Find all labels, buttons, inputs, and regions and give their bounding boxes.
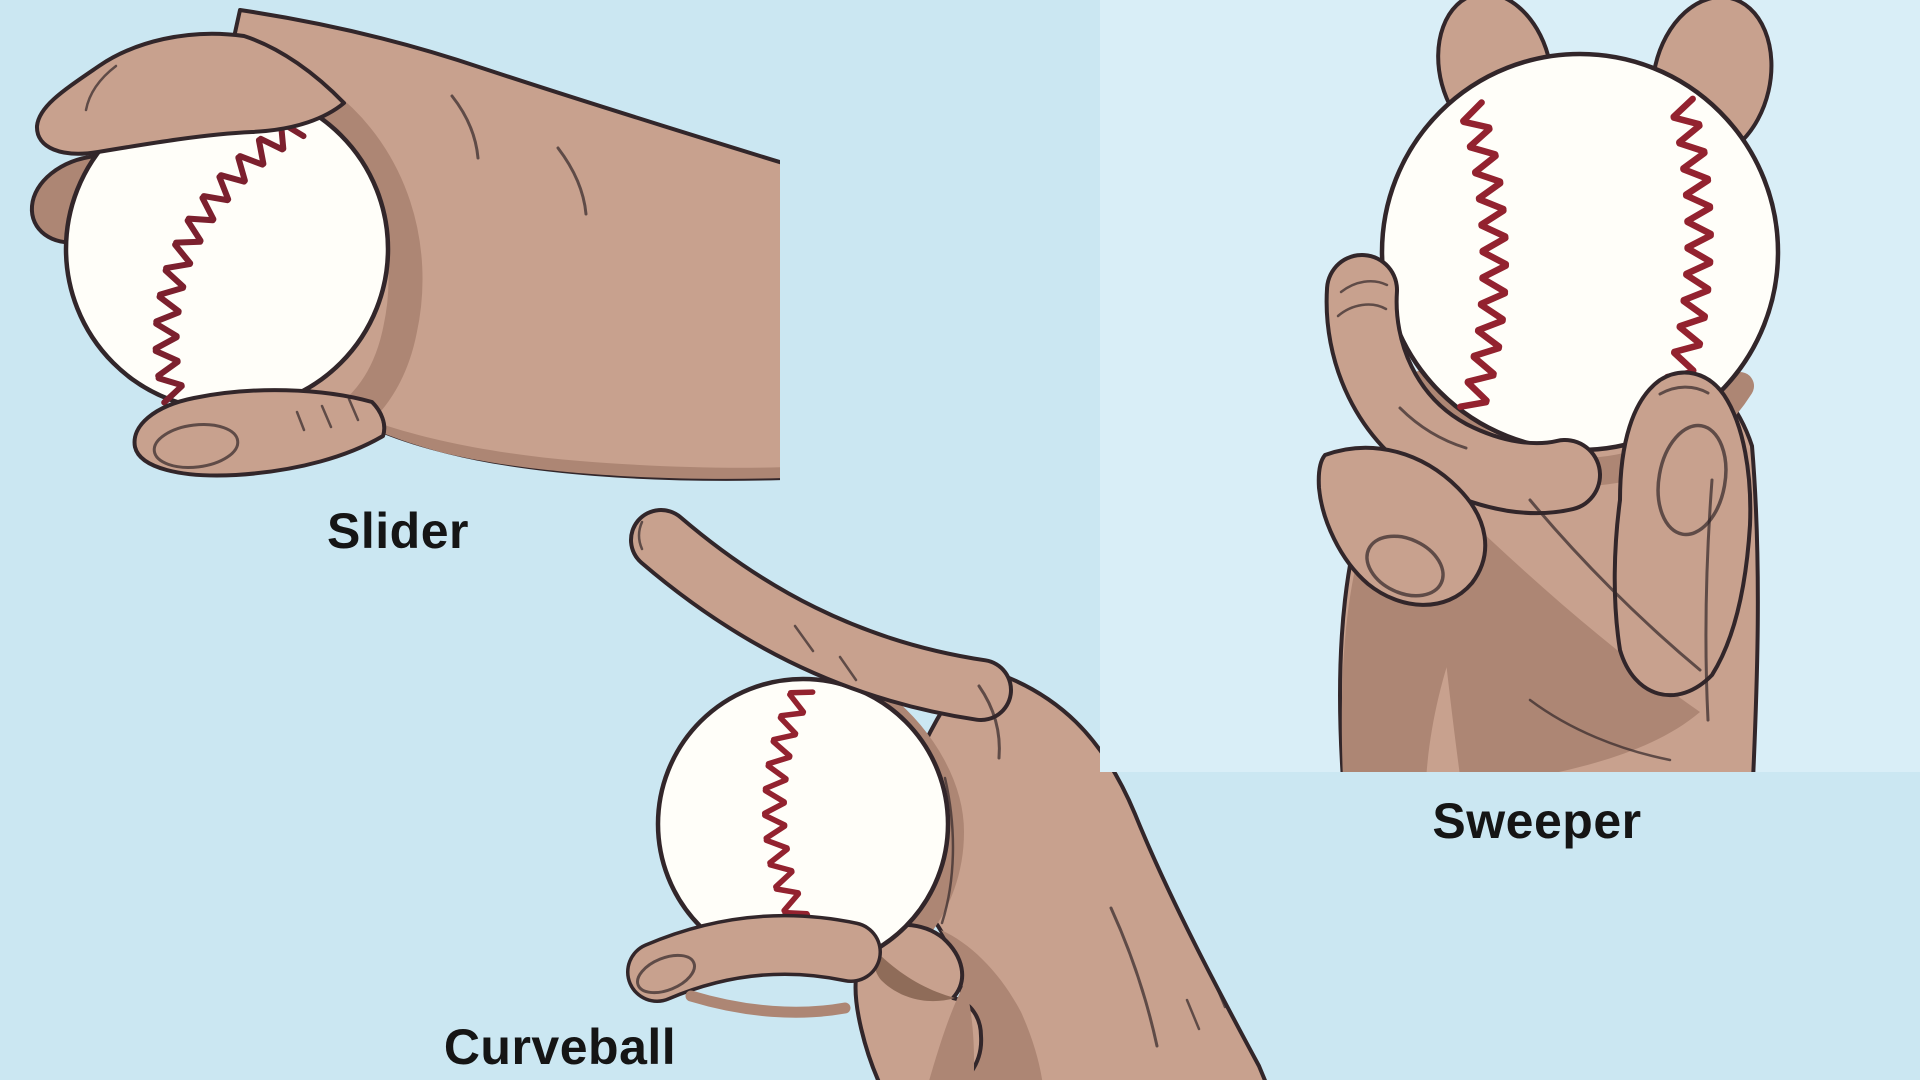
wrist-shadow [941, 930, 1043, 1080]
slider-label: Slider [327, 503, 469, 559]
stitches [1663, 95, 1714, 401]
thumbnail [152, 423, 240, 469]
gripping-fingers [34, 31, 387, 478]
forearm-underside-shadow [312, 396, 780, 479]
sweeper-label: Sweeper [1432, 793, 1642, 849]
folded-middle-finger [1316, 445, 1488, 607]
gap-shadow [874, 952, 955, 1002]
curveball-label: Curveball [443, 1019, 677, 1075]
sweeper-illustration [1100, 0, 1920, 772]
gripping-fingers [1316, 253, 1753, 698]
crease-lines [84, 64, 588, 432]
index-finger [1328, 257, 1598, 512]
sweeper-figure [1100, 0, 1920, 772]
crease-lines [637, 520, 1227, 1048]
curveball-illustration [626, 508, 1267, 1080]
thumb-shadow [685, 990, 851, 1018]
thumb [132, 388, 387, 478]
middle-fingernail [1365, 534, 1445, 598]
crease-lines [1336, 279, 1714, 762]
finger-gap-shadow [929, 982, 975, 1080]
slider-figure [0, 0, 780, 495]
thumbnail [1656, 423, 1728, 537]
ball-pocket-shadow [305, 87, 423, 433]
stitches [1457, 99, 1510, 410]
curveball-figure [545, 480, 1305, 1080]
thumb [629, 917, 879, 1000]
thumbnail [636, 953, 696, 995]
stitches [761, 689, 822, 957]
palm-diagonal-shadow [1430, 482, 1700, 772]
index-finger [34, 31, 346, 156]
slider-illustration [29, 8, 780, 481]
